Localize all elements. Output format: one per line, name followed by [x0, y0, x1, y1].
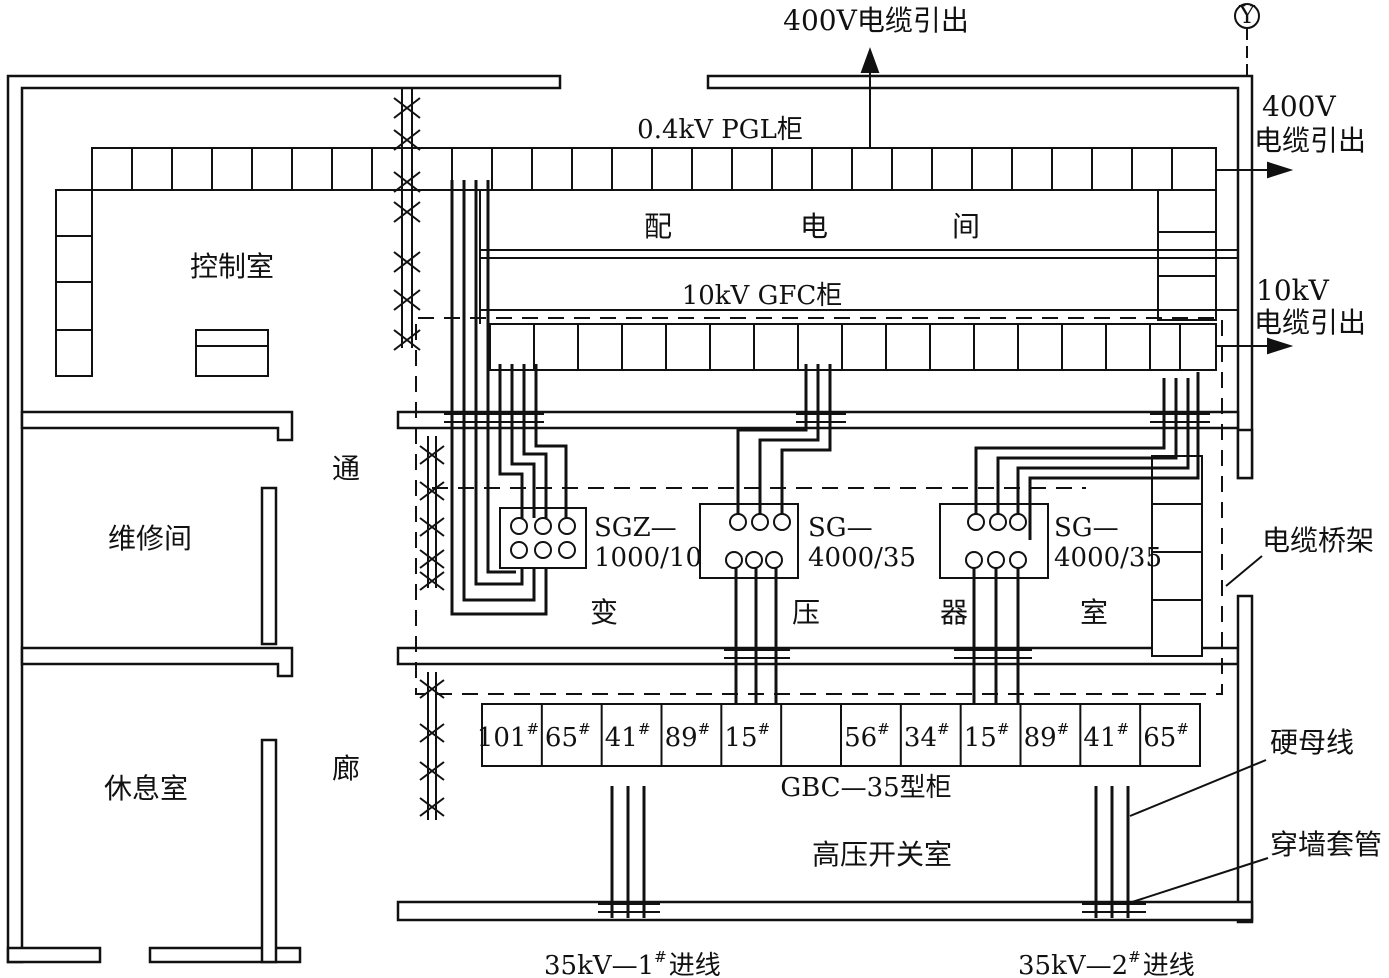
transformer-1 [499, 507, 587, 569]
cable-out-10kv-label-1: 10kV [1256, 274, 1330, 307]
transformer-room-char-3: 器 [940, 596, 968, 629]
incoming-line-2-label: 35kV—2#进线 [1018, 948, 1195, 978]
labels: 400V电缆引出 400V 电缆引出 0.4kV PGL柜 配 电 间 10kV… [104, 4, 1382, 978]
gbc-cabinet-number: 15# [964, 720, 1010, 753]
cable-outlet-arrows [860, 47, 1294, 355]
gbc-cabinet-number: 15# [724, 720, 770, 753]
gbc-cabinet-number: 34# [904, 720, 950, 753]
transformer-room-char-2: 压 [792, 596, 820, 629]
pgl-cabinet-row [55, 147, 1217, 377]
gbc-cabinet-number: 65# [1143, 720, 1189, 753]
distribution-room-char-2: 电 [800, 210, 828, 243]
cable-out-400v-right-label-2: 电缆引出 [1254, 124, 1366, 157]
hard-busbar-label: 硬母线 [1270, 726, 1354, 759]
gbc-cabinet-number: 89# [665, 720, 711, 753]
control-desk [195, 329, 269, 377]
rest-room-label: 休息室 [104, 772, 188, 805]
gbc-cabinet-number: 65# [545, 720, 591, 753]
gbc-cabinet-number: 89# [1024, 720, 1070, 753]
distribution-room-char-3: 间 [952, 210, 980, 243]
transformer-1-label-2: 1000/10 [594, 543, 702, 573]
transformer-1-label-1: SGZ— [594, 513, 677, 543]
repair-room-label: 维修间 [108, 522, 192, 555]
control-room-label: 控制室 [190, 250, 274, 283]
hv-switch-room-label: 高压开关室 [812, 838, 952, 871]
cable-out-400v-top-label: 400V电缆引出 [783, 4, 969, 37]
cable-out-400v-right-label-1: 400V [1262, 90, 1336, 123]
distribution-busbar-lines [479, 190, 1238, 324]
transformer-3-label-1: SG— [1054, 513, 1119, 543]
busbars [450, 180, 1200, 918]
wall-bushings [444, 413, 1210, 913]
corridor-char-2: 廊 [332, 752, 360, 785]
gbc-cabinet-row: 101#65#41#89#15#56#34#15#89#41#65# [477, 703, 1201, 767]
gfc-cabinet-row [489, 323, 1217, 657]
transformer-room-char-4: 室 [1080, 596, 1108, 629]
gbc-cabinet-number: 56# [844, 720, 890, 753]
distribution-room-char-1: 配 [644, 210, 672, 243]
cabinet-10kv-label: 10kV GFC柜 [682, 281, 843, 311]
transformer-3-label-2: 4000/35 [1054, 543, 1162, 573]
transformer-room-char-1: 变 [590, 596, 618, 629]
cabinet-35kv-label: GBC—35型柜 [780, 773, 951, 803]
cabinet-04kv-label: 0.4kV PGL柜 [637, 115, 803, 145]
cable-out-10kv-label-2: 电缆引出 [1254, 306, 1366, 339]
transformer-2 [699, 503, 799, 579]
gbc-cabinet-number: 41# [605, 720, 651, 753]
wall-bushing-label: 穿墙套管 [1270, 828, 1382, 861]
axis-marker-y: Y [1234, 1, 1260, 76]
gbc-cabinet-number: 101# [477, 720, 539, 753]
cable-tray-label: 电缆桥架 [1262, 524, 1374, 557]
transformer-2-label-1: SG— [808, 513, 873, 543]
transformer-2-label-2: 4000/35 [808, 543, 916, 573]
annotation-leaders [1125, 555, 1269, 905]
corridor-char-1: 通 [332, 452, 360, 485]
transformer-3 [939, 503, 1049, 579]
incoming-line-1-label: 35kV—1#进线 [544, 948, 721, 978]
corridor-cable-ladder [393, 88, 445, 820]
gbc-cabinet-number: 41# [1083, 720, 1129, 753]
axis-marker-label: Y [1238, 1, 1256, 29]
